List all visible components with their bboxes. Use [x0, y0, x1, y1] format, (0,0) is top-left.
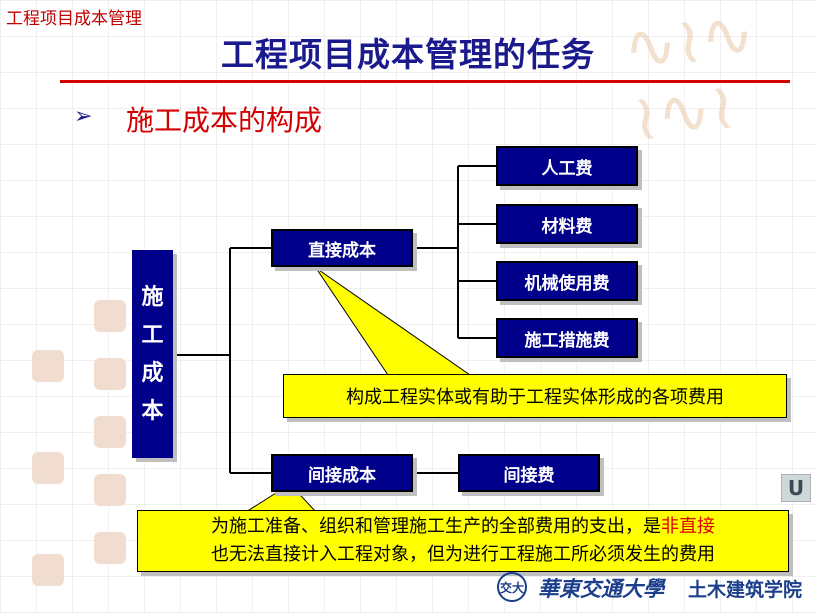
- leaf-measures-cost: 施工措施费: [496, 318, 638, 358]
- direct-cost-node: 直接成本: [271, 229, 413, 267]
- leaf-machinery-cost: 机械使用费: [496, 261, 638, 301]
- topic-label: 工程项目成本管理: [6, 9, 142, 28]
- section-heading: 施工成本的构成: [126, 104, 323, 137]
- title-underline: [60, 80, 790, 83]
- root-char-4: 本: [141, 398, 164, 424]
- decorative-seal-column-2: [32, 350, 72, 600]
- university-name: 華東交通大學: [538, 576, 664, 601]
- direct-cost-note: 构成工程实体或有助于工程实体形成的各项费用: [283, 374, 787, 418]
- root-node-construction-cost: 施 工 成 本: [132, 250, 173, 458]
- leaf-indirect-fee: 间接费: [458, 454, 600, 492]
- indirect-cost-node: 间接成本: [271, 454, 413, 492]
- root-char-2: 工: [141, 322, 164, 348]
- indirect-note-line1: 为施工准备、组织和管理施工生产的全部费用的支出，是: [211, 516, 661, 537]
- indirect-note-highlight: 非直接: [661, 516, 715, 537]
- decorative-seal-column: [94, 300, 134, 590]
- return-icon[interactable]: U: [781, 474, 811, 502]
- bullet-arrow-icon: ➢: [74, 104, 93, 129]
- page-title: 工程项目成本管理的任务: [221, 35, 595, 74]
- indirect-cost-note: 为施工准备、组织和管理施工生产的全部费用的支出，是非直接 也无法直接计入工程对象…: [137, 510, 789, 572]
- root-char-3: 成: [141, 360, 164, 386]
- indirect-note-line2: 也无法直接计入工程对象，但为进行工程施工所必须发生的费用: [211, 544, 715, 565]
- university-logo: 交大: [497, 572, 527, 602]
- direct-cost-note-text: 构成工程实体或有助于工程实体形成的各项费用: [346, 387, 724, 408]
- leaf-material-cost: 材料费: [496, 204, 638, 244]
- leaf-labor-cost: 人工费: [496, 146, 638, 186]
- root-char-1: 施: [141, 284, 164, 310]
- department-name: 土木建筑学院: [688, 579, 803, 601]
